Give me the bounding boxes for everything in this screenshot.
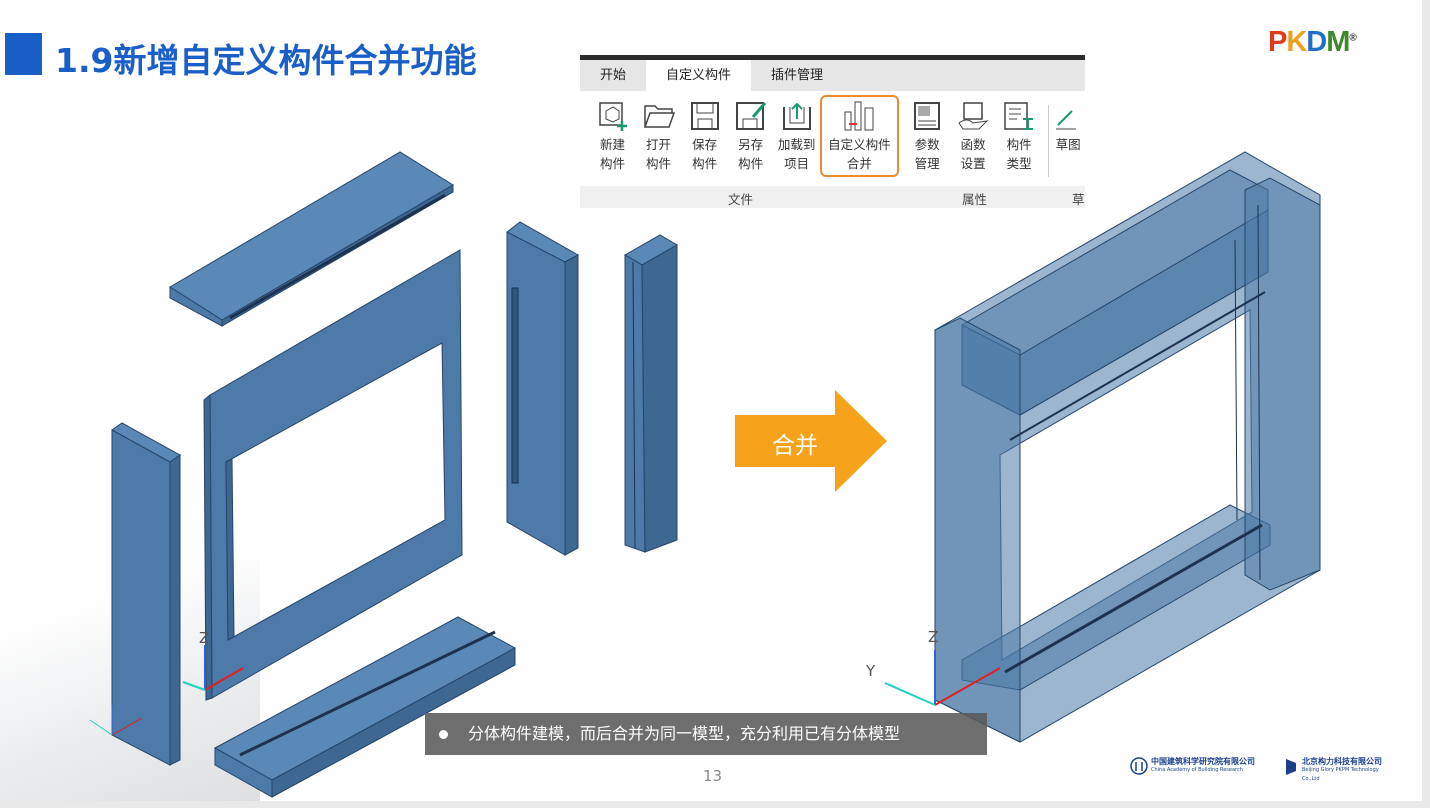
save-as-icon <box>728 97 773 135</box>
save-component-button[interactable]: 保存构件 <box>682 97 727 186</box>
open-component-button[interactable]: 打开构件 <box>636 97 681 186</box>
open-folder-icon <box>636 97 681 135</box>
caption-text: 分体构件建模，而后合并为同一模型，充分利用已有分体模型 <box>468 724 901 743</box>
tab-start[interactable]: 开始 <box>600 68 627 83</box>
ribbon-group-labels: 文件 属性 草 <box>580 186 1085 208</box>
new-component-icon <box>590 97 635 135</box>
top-beam-model <box>169 151 454 327</box>
middle-column-model <box>506 221 580 556</box>
left-column-model <box>111 422 181 766</box>
new-component-button[interactable]: 新建构件 <box>590 97 635 186</box>
component-type-icon <box>997 97 1042 135</box>
merge-arrow-icon <box>735 390 887 492</box>
ribbon-tabs: 开始 自定义构件 插件管理 <box>580 60 1085 91</box>
caption-box: 分体构件建模，而后合并为同一模型，充分利用已有分体模型 <box>425 713 987 755</box>
ribbon-separator <box>1047 105 1049 177</box>
merge-arrow-label: 合并 <box>772 433 818 459</box>
function-settings-button[interactable]: 函数设置 <box>951 97 996 186</box>
tab-plugin-management[interactable]: 插件管理 <box>771 68 824 83</box>
axis-triad-right: Z Y <box>865 628 1001 706</box>
wall-panel-model <box>203 249 463 701</box>
component-type-button[interactable]: 构件类型 <box>997 97 1042 186</box>
group-sketch: 草 <box>1072 192 1085 207</box>
group-properties: 属性 <box>962 192 988 207</box>
sketch-button[interactable]: 草图 <box>1055 97 1085 186</box>
axis-triad-left: Z <box>89 629 244 736</box>
page-number: 13 <box>703 767 723 785</box>
ribbon-toolbar: 开始 自定义构件 插件管理 新建构件 打开构件 保存构件 另存构件 加载到项目 … <box>580 55 1085 208</box>
merge-custom-components-button[interactable]: 自定义构件合并 <box>820 95 899 177</box>
svg-text:Z: Z <box>199 629 209 647</box>
merge-components-icon <box>822 97 896 135</box>
pkpm-company-icon <box>1286 759 1296 775</box>
bottom-beam-model <box>213 616 517 798</box>
save-as-component-button[interactable]: 另存构件 <box>728 97 773 186</box>
cabr-logo-icon <box>1130 757 1148 775</box>
sketch-icon <box>1055 97 1085 135</box>
group-file: 文件 <box>728 192 754 207</box>
slide-title: 1.9新增自定义构件合并功能 <box>55 41 477 80</box>
load-to-project-button[interactable]: 加载到项目 <box>774 97 819 186</box>
pkpm-logo: PKDM® <box>1268 26 1357 58</box>
tab-custom-component[interactable]: 自定义构件 <box>646 60 752 91</box>
parameter-management-button[interactable]: 参数管理 <box>905 97 950 186</box>
load-to-project-icon <box>774 97 819 135</box>
merged-model <box>934 151 1321 743</box>
right-column-model <box>624 234 678 553</box>
svg-text:Z: Z <box>928 628 938 646</box>
bullet-icon <box>439 730 448 739</box>
ribbon-tools: 新建构件 打开构件 保存构件 另存构件 加载到项目 自定义构件合并 参数管理 函… <box>580 91 1085 186</box>
svg-text:Y: Y <box>865 662 876 680</box>
parameter-icon <box>905 97 950 135</box>
title-marker <box>5 33 42 75</box>
function-icon <box>951 97 996 135</box>
save-icon <box>682 97 727 135</box>
